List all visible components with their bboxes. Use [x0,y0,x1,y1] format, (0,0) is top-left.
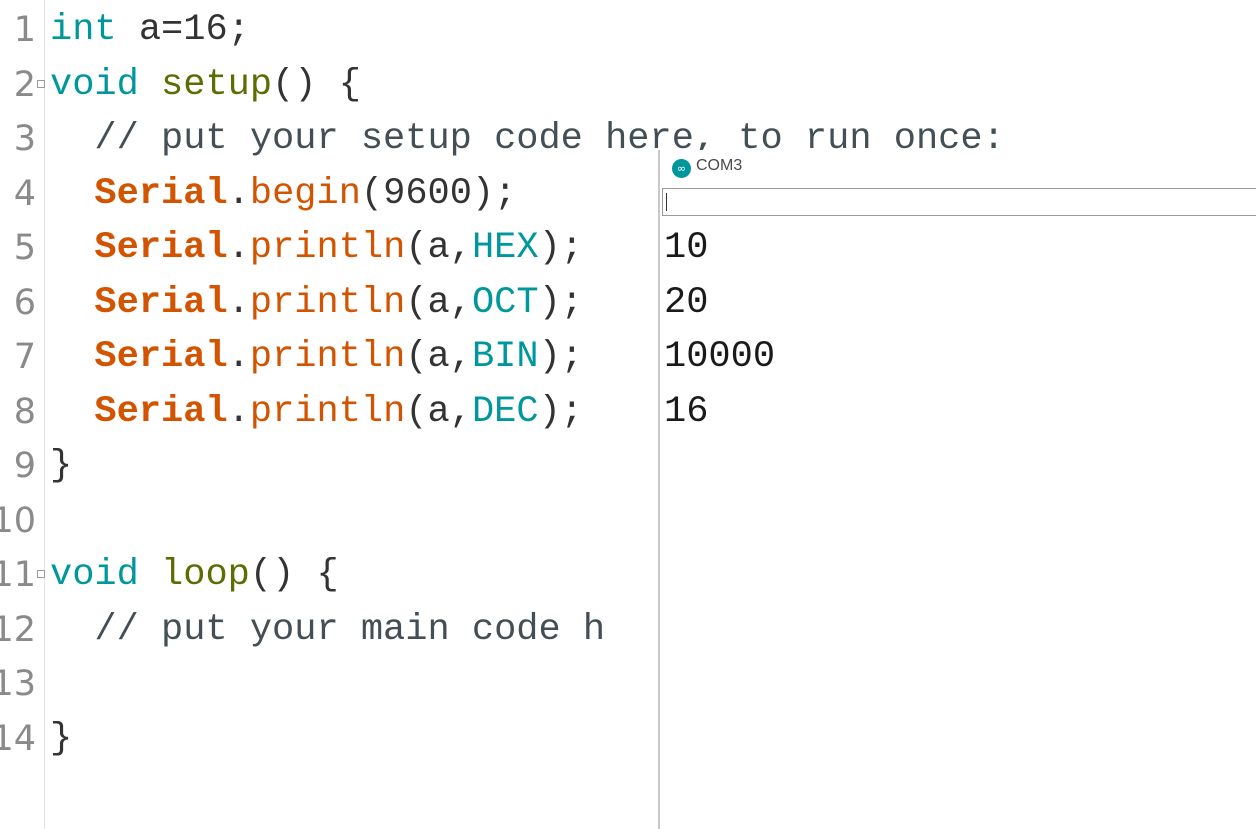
code-token: Serial [94,227,228,269]
gutter-divider [44,0,45,829]
code-token [139,554,161,596]
code-token: (a, [405,336,472,378]
line-number: 1 [13,10,36,50]
fold-toggle-icon[interactable] [37,570,45,578]
code-token: (a, [405,227,472,269]
code-line[interactable]: 9} [0,439,1256,493]
code-line[interactable]: 4 Serial.begin(9600); [0,167,1256,221]
line-number: 9 [13,446,36,486]
code-token: println [249,281,406,324]
line-number: 14 [0,718,36,759]
code-token: Serial [94,172,228,215]
code-text: Serial.println(a,BIN); [50,330,583,384]
code-line[interactable]: 1 int a=16; [0,3,1256,57]
line-number: 11 [0,555,36,595]
code-token: (a, [405,390,472,433]
serial-output-line: 10 [664,227,709,269]
serial-output-line: 10000 [664,336,776,378]
code-token: . [227,281,250,324]
code-line[interactable]: 7 Serial.println(a,BIN); [0,330,1256,384]
code-token: begin [249,172,361,215]
line-number: 6 [13,282,36,323]
code-token [50,227,94,269]
code-token: ); [538,227,583,269]
code-text: } [50,439,72,493]
code-token [139,64,161,106]
code-token [50,391,94,433]
code-token: void [50,554,139,596]
code-token: } [50,445,73,487]
serial-output-line: 16 [664,390,709,433]
code-token: ); [538,390,583,433]
code-token: println [249,227,406,269]
code-text: } [50,712,72,766]
line-number: 5 [13,228,36,268]
code-token: ); [538,281,583,324]
code-token [50,173,94,215]
code-text: Serial.println(a,HEX); [50,221,583,275]
code-token: . [227,390,250,433]
code-token: } [50,717,73,760]
code-text: Serial.begin(9600); [50,167,516,221]
code-token: ); [538,336,583,378]
code-line[interactable]: 6 Serial.println(a,OCT); [0,276,1256,330]
code-text: Serial.println(a,DEC); [50,385,583,439]
serial-monitor-window[interactable]: ∞ COM3 10 20 10000 16 [658,150,1256,829]
serial-send-input[interactable] [662,188,1256,216]
code-token: a=16; [116,9,250,51]
code-token [50,336,94,378]
text-caret [666,193,667,211]
code-text: // put your main code h [50,603,605,657]
code-token: loop [161,554,250,596]
serial-port-title: COM3 [696,157,743,174]
serial-output-line: 20 [664,281,709,324]
code-token: (9600); [360,172,517,215]
code-text: void setup() { [50,58,361,112]
line-number: 8 [13,391,36,432]
code-token: println [249,336,406,378]
line-number: 3 [13,119,36,159]
code-token: () { [249,554,339,596]
serial-monitor-titlebar[interactable]: ∞ COM3 [660,150,1256,186]
line-number: 10 [0,500,36,541]
line-number: 12 [0,609,36,650]
code-text: Serial.println(a,OCT); [50,276,583,330]
code-token [50,282,94,324]
code-line[interactable]: 11 void loop() { [0,548,1256,602]
code-token: Serial [94,336,228,378]
code-token: BIN [471,336,539,378]
code-token: (a, [405,281,472,324]
line-number: 2 [13,64,36,105]
code-token: println [249,390,406,433]
code-token: Serial [94,390,228,433]
code-line[interactable]: 8 Serial.println(a,DEC); [0,385,1256,439]
code-token: OCT [471,281,539,324]
code-token: . [227,336,250,378]
code-line[interactable]: 14} [0,712,1256,766]
code-line[interactable]: 10 [0,494,1256,548]
code-token: DEC [471,390,539,433]
line-number: 4 [13,173,36,214]
code-line[interactable]: 13 [0,657,1256,711]
code-line[interactable]: 5 Serial.println(a,HEX); [0,221,1256,275]
code-text: void loop() { [50,548,339,602]
code-token: () { [272,63,361,106]
code-token: . [227,172,250,215]
arduino-logo-icon: ∞ [672,159,691,178]
code-token: void [50,63,139,106]
code-text: int a=16; [50,3,250,57]
code-token: . [227,227,250,269]
code-token: Serial [94,281,228,324]
code-line[interactable]: 12 // put your main code h [0,603,1256,657]
line-number: 13 [0,664,36,704]
code-token: int [50,9,117,51]
code-line[interactable]: 2 void setup() { [0,58,1256,112]
fold-toggle-icon[interactable] [37,79,45,88]
code-token: HEX [471,227,539,269]
code-token: setup [161,63,273,106]
line-number: 7 [13,337,36,377]
code-token: // put your main code h [50,608,606,651]
